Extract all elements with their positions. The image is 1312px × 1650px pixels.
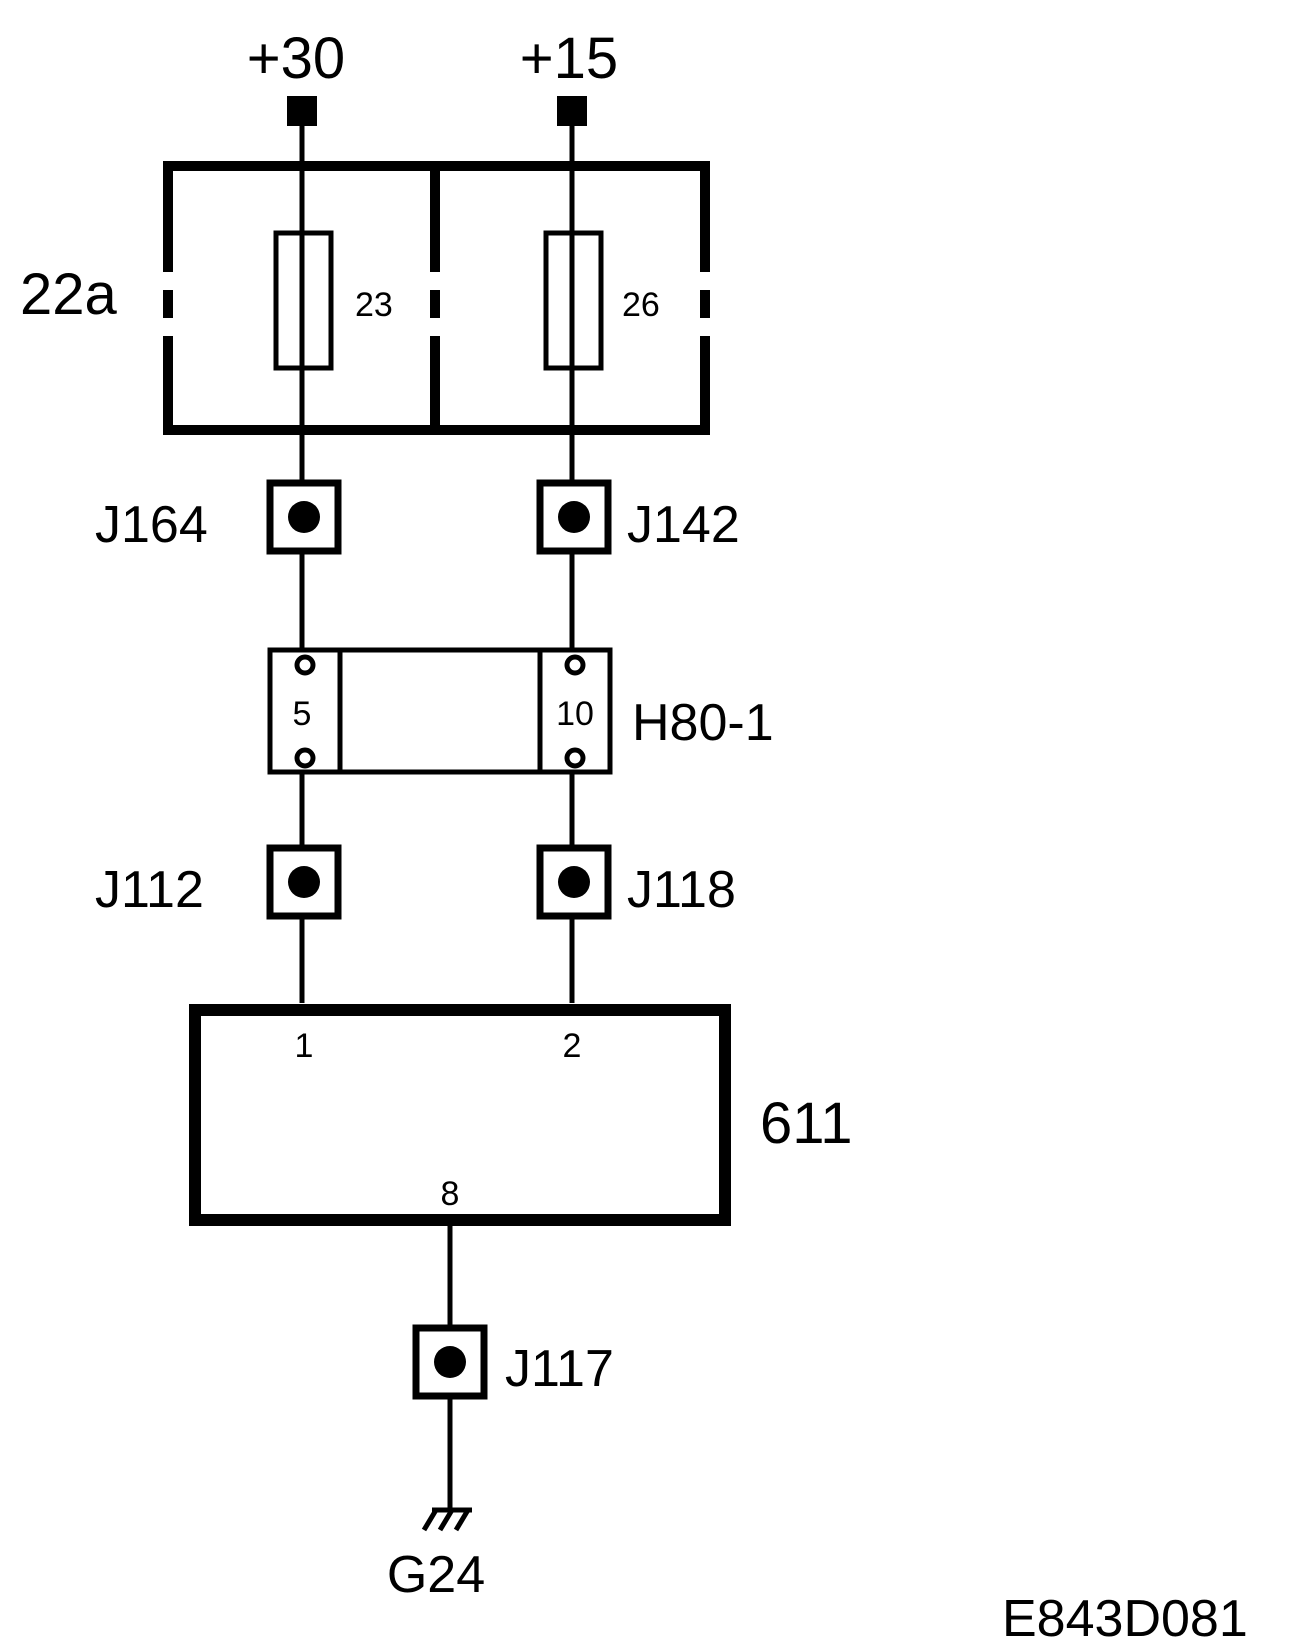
connector-j164-label: J164 [95, 496, 208, 554]
connector-j117 [412, 1324, 488, 1400]
supply-label-30: +30 [247, 26, 345, 91]
ground-label: G24 [387, 1546, 485, 1604]
pin-10-bottom [564, 747, 586, 769]
module-pin-2-label: 2 [563, 1027, 582, 1065]
module-pin-1-label: 1 [295, 1027, 314, 1065]
connector-j112-label: J112 [95, 861, 204, 919]
connector-j164 [266, 479, 342, 555]
harness-connector-h80-1 [267, 647, 613, 775]
module-label: 611 [760, 1091, 852, 1156]
fuse-26-label: 26 [622, 286, 660, 324]
fuse-box [163, 161, 710, 435]
figure-id: E843D081 [1002, 1590, 1248, 1648]
supply-label-15: +15 [520, 26, 618, 91]
connector-j117-label: J117 [505, 1340, 614, 1398]
connector-j142 [536, 479, 612, 555]
ground-icon [421, 1507, 472, 1532]
pin-5-bottom [294, 747, 316, 769]
wires [299, 110, 575, 1510]
connector-j112 [266, 844, 342, 920]
connector-j142-label: J142 [627, 496, 740, 554]
pin-5-top [294, 654, 316, 676]
harness-pin-10-label: 10 [556, 695, 594, 733]
pin-10-top [564, 654, 586, 676]
connector-j118 [536, 844, 612, 920]
module-611 [189, 1004, 731, 1226]
fuse-23-label: 23 [355, 286, 393, 324]
fuse-box-label: 22a [20, 262, 118, 327]
connector-j118-label: J118 [627, 861, 736, 919]
module-pin-8-label: 8 [441, 1175, 460, 1213]
harness-connector-label: H80-1 [632, 694, 774, 752]
harness-pin-5-label: 5 [293, 695, 312, 733]
